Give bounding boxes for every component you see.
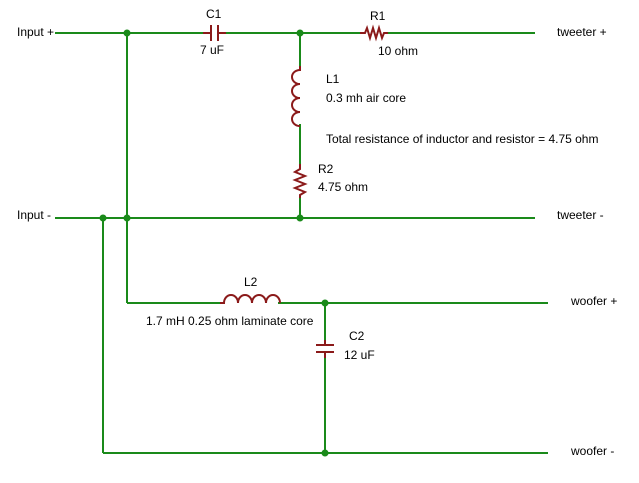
c2-value: 12 uF xyxy=(344,348,375,362)
junction-node xyxy=(123,214,131,222)
l2-name: L2 xyxy=(244,275,258,289)
total-resistance-note: Total resistance of inductor and resisto… xyxy=(326,132,598,146)
c1-value: 7 uF xyxy=(200,43,224,57)
junction-node xyxy=(296,214,304,222)
c2-name: C2 xyxy=(349,329,365,343)
junction-node xyxy=(99,214,107,222)
l1-value: 0.3 mh air core xyxy=(326,91,406,105)
c1-name: C1 xyxy=(206,7,222,21)
r2-value: 4.75 ohm xyxy=(318,180,368,194)
l2-value: 1.7 mH 0.25 ohm laminate core xyxy=(146,314,314,328)
capacitor-c1-symbol xyxy=(203,25,226,41)
inductor-l1-symbol xyxy=(291,66,301,127)
inductor-l2-symbol xyxy=(220,294,281,304)
label-woofer-minus: woofer - xyxy=(570,444,614,458)
label-input-minus: Input - xyxy=(17,208,51,222)
label-woofer-plus: woofer + xyxy=(570,294,617,308)
junction-node xyxy=(123,29,131,37)
junction-node xyxy=(321,449,329,457)
label-input-plus: Input + xyxy=(17,25,54,39)
r1-name: R1 xyxy=(370,9,386,23)
junction-node xyxy=(296,29,304,37)
label-tweeter-minus: tweeter - xyxy=(557,208,604,222)
label-tweeter-plus: tweeter + xyxy=(557,25,607,39)
resistor-r1-symbol xyxy=(360,24,388,42)
resistor-r2-symbol xyxy=(292,164,308,198)
l1-name: L1 xyxy=(326,72,340,86)
junction-node xyxy=(321,299,329,307)
capacitor-c2-symbol xyxy=(316,340,334,358)
r1-value: 10 ohm xyxy=(378,44,418,58)
r2-name: R2 xyxy=(318,162,334,176)
